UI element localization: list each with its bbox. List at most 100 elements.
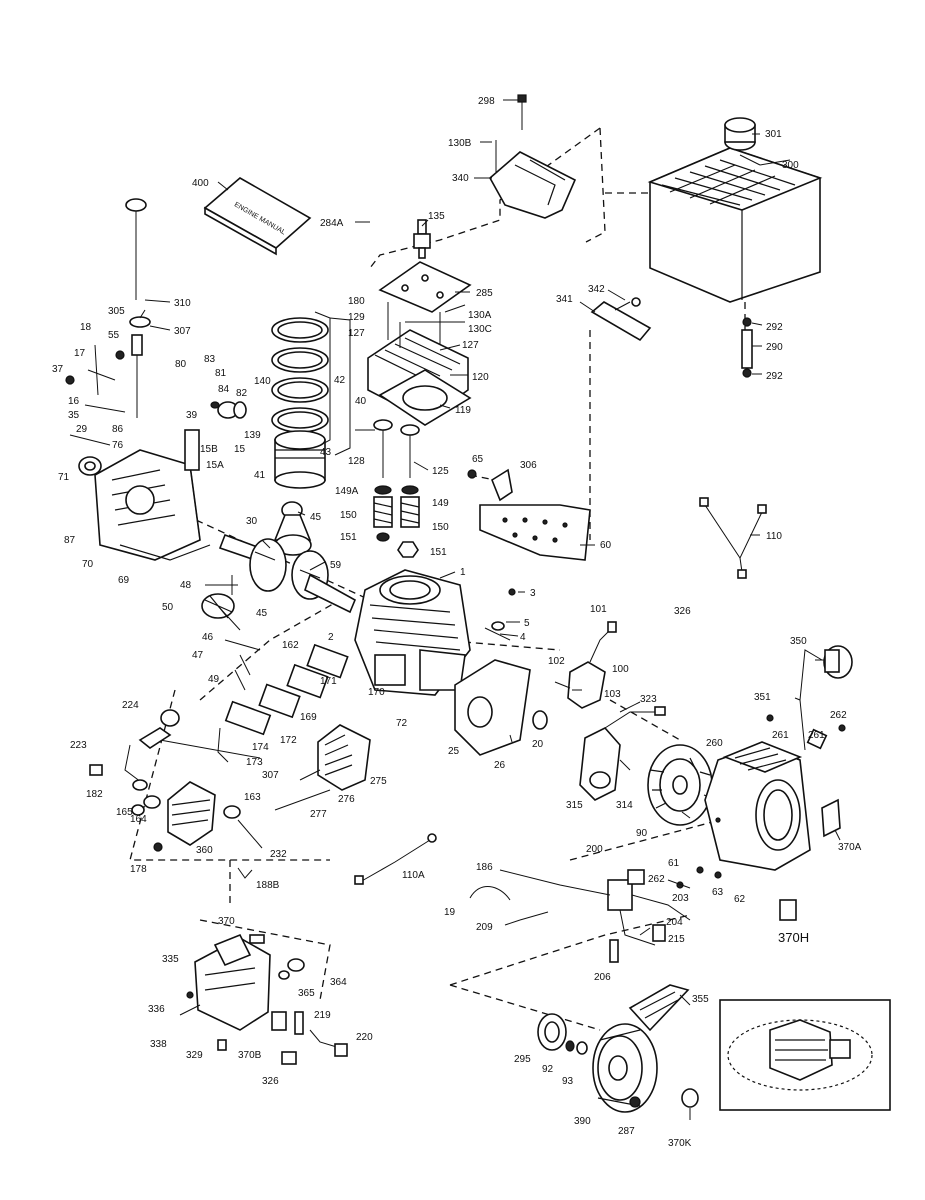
label-206: 206 xyxy=(594,972,611,983)
label-261-b: 261 xyxy=(808,730,825,741)
label-275: 275 xyxy=(370,776,387,787)
label-62: 62 xyxy=(734,894,746,905)
fuel-tank-300 xyxy=(647,147,823,303)
label-390: 390 xyxy=(574,1116,591,1127)
label-139: 139 xyxy=(244,430,261,441)
label-110a: 110A xyxy=(402,870,425,881)
label-3: 3 xyxy=(530,588,536,599)
elbow-224 xyxy=(89,709,180,786)
label-81: 81 xyxy=(215,368,227,379)
starter-guard-355 xyxy=(628,984,690,1032)
label-37-a: 37 xyxy=(52,364,64,375)
valve-springs xyxy=(373,485,420,558)
label-260: 260 xyxy=(706,738,723,749)
label-315: 315 xyxy=(566,800,583,811)
switch-261 xyxy=(766,714,846,750)
label-301: 301 xyxy=(765,129,782,140)
ground-wire-110a xyxy=(354,833,437,885)
label-26: 26 xyxy=(494,760,506,771)
label-171: 171 xyxy=(320,676,337,687)
label-370h: 370H xyxy=(778,930,809,945)
label-232: 232 xyxy=(270,849,287,860)
label-370k: 370K xyxy=(668,1138,692,1149)
label-72: 72 xyxy=(396,718,408,729)
label-200: 200 xyxy=(586,844,603,855)
label-4: 4 xyxy=(520,632,526,643)
label-342: 342 xyxy=(588,284,605,295)
leader-lines xyxy=(139,99,841,1120)
label-150-a: 150 xyxy=(340,510,357,521)
label-300: 300 xyxy=(782,160,799,171)
label-45-b: 45 xyxy=(256,608,268,619)
spark-plug-135 xyxy=(413,219,431,259)
label-224: 224 xyxy=(122,700,139,711)
label-130c: 130C xyxy=(468,324,492,335)
label-48: 48 xyxy=(180,580,192,591)
label-120: 120 xyxy=(472,372,489,383)
label-76: 76 xyxy=(112,440,124,451)
cam-parts xyxy=(201,575,261,691)
label-41: 41 xyxy=(254,470,266,481)
label-307-b: 307 xyxy=(262,770,279,781)
label-326-b: 326 xyxy=(262,1076,279,1087)
throttle-control-350 xyxy=(799,645,853,751)
label-86: 86 xyxy=(112,424,124,435)
label-29: 29 xyxy=(76,424,88,435)
owners-manual-400: ENGINE MANUAL xyxy=(203,177,312,256)
muffler-guard-306 xyxy=(467,468,591,561)
label-15b: 15B xyxy=(200,444,218,455)
label-285: 285 xyxy=(476,288,493,299)
crankshaft-59 xyxy=(218,533,357,614)
label-360: 360 xyxy=(196,845,213,856)
label-310: 310 xyxy=(174,298,191,309)
label-40: 40 xyxy=(355,396,367,407)
label-2: 2 xyxy=(328,632,334,643)
label-130b: 130B xyxy=(448,138,472,149)
label-100: 100 xyxy=(612,664,629,675)
head-bolts xyxy=(387,302,441,348)
label-17: 17 xyxy=(74,348,86,359)
fuel-line-290 xyxy=(741,317,753,378)
label-173: 173 xyxy=(246,757,263,768)
governor-linkage xyxy=(65,344,126,446)
label-336: 336 xyxy=(148,1004,165,1015)
label-103: 103 xyxy=(604,689,621,700)
label-292-a: 292 xyxy=(766,322,783,333)
label-307: 307 xyxy=(174,326,191,337)
label-140: 140 xyxy=(254,376,271,387)
label-71: 71 xyxy=(58,472,70,483)
label-18: 18 xyxy=(80,322,92,333)
dipstick-310 xyxy=(125,198,151,418)
label-135: 135 xyxy=(428,211,445,222)
recoil-starter-390 xyxy=(592,1023,658,1113)
shroud-285 xyxy=(378,261,472,313)
label-42: 42 xyxy=(334,375,346,386)
washers-92-93 xyxy=(565,1040,588,1055)
label-87: 87 xyxy=(64,535,76,546)
gasket-70 xyxy=(119,544,211,561)
label-55: 55 xyxy=(108,330,120,341)
label-151-a: 151 xyxy=(340,532,357,543)
label-49: 49 xyxy=(208,674,220,685)
label-47: 47 xyxy=(192,650,204,661)
label-188b: 188B xyxy=(256,880,280,891)
label-335: 335 xyxy=(162,954,179,965)
label-45-a: 45 xyxy=(310,512,322,523)
label-172: 172 xyxy=(280,735,297,746)
label-125: 125 xyxy=(432,466,449,477)
label-262-b: 262 xyxy=(648,874,665,885)
label-15: 15 xyxy=(234,444,246,455)
label-298: 298 xyxy=(478,96,495,107)
label-46: 46 xyxy=(202,632,214,643)
side-cover-25 xyxy=(454,659,531,756)
label-63: 63 xyxy=(712,887,724,898)
label-329: 329 xyxy=(186,1050,203,1061)
label-215: 215 xyxy=(668,934,685,945)
label-350: 350 xyxy=(790,636,807,647)
label-355: 355 xyxy=(692,994,709,1005)
label-60: 60 xyxy=(600,540,612,551)
intake-gaskets xyxy=(159,643,349,763)
label-127-b: 127 xyxy=(462,340,479,351)
wire-harness-110 xyxy=(699,497,767,579)
blower-housing-260 xyxy=(704,741,811,871)
